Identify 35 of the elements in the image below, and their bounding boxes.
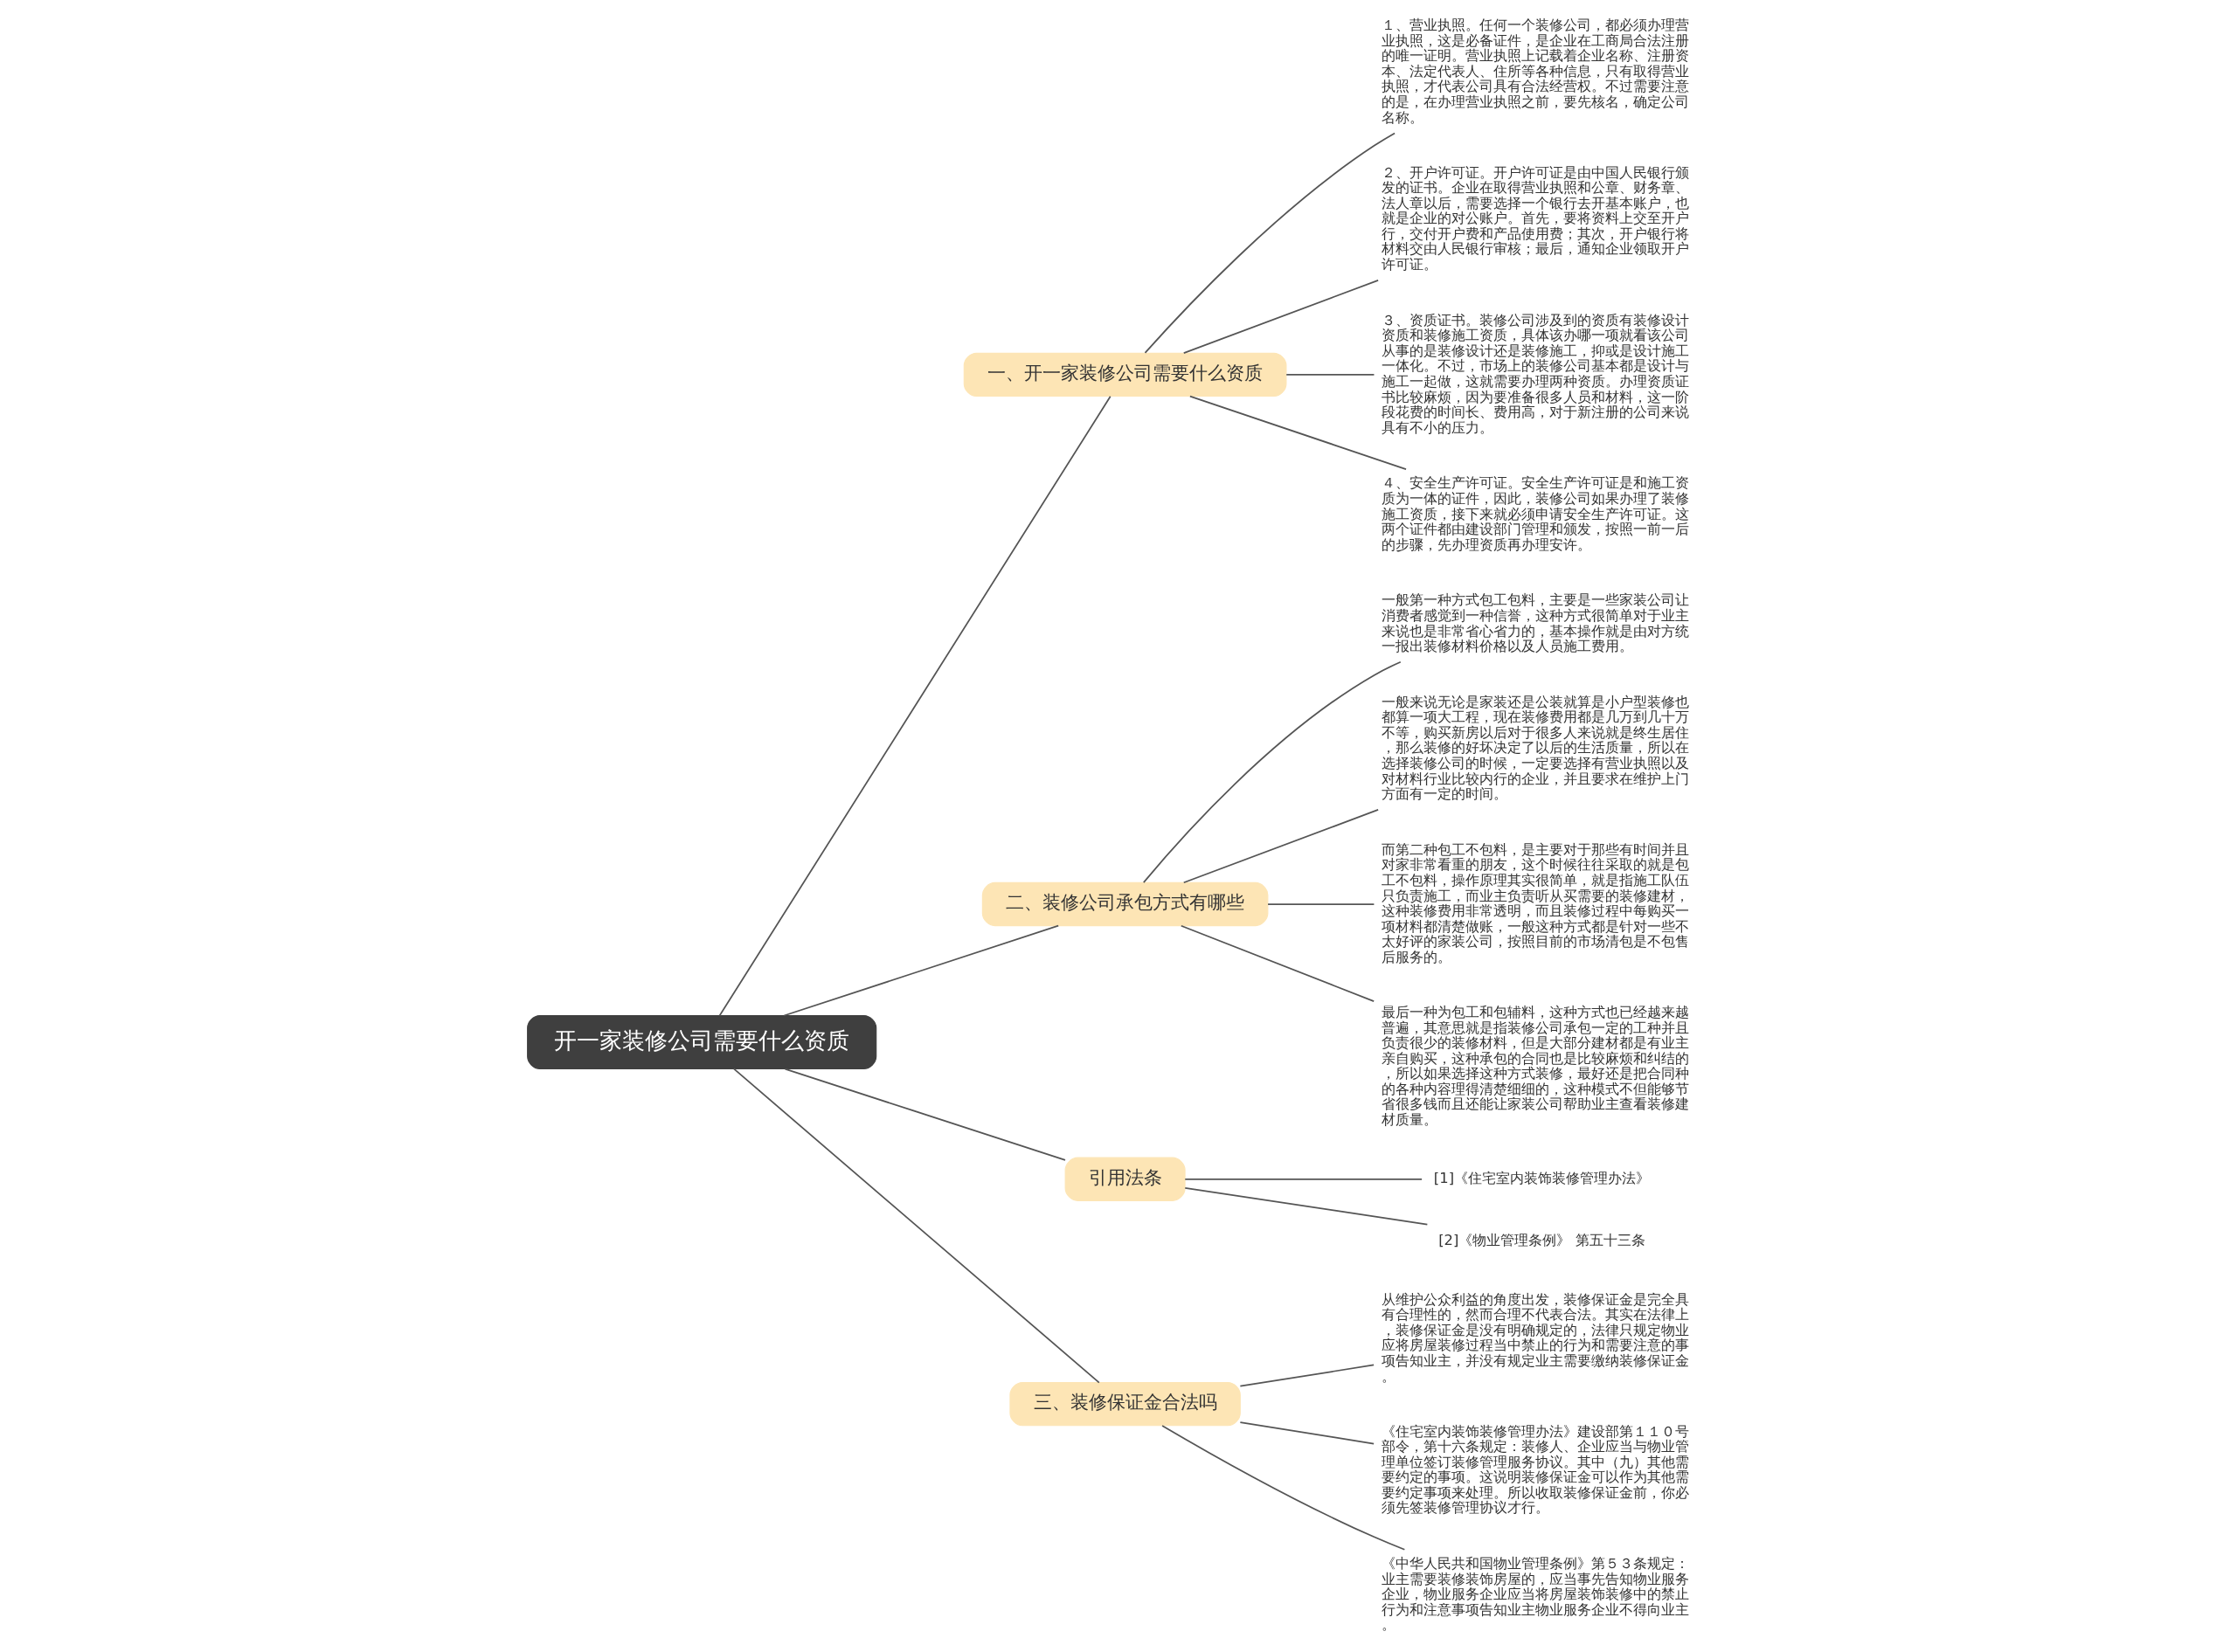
connector <box>1239 1364 1375 1387</box>
connector <box>1180 924 1375 1003</box>
node-box: 二、装修公司承包方式有哪些 <box>981 881 1269 927</box>
node-text: ２、开户许可证。开户许可证是由中国人民银行颁发的证书。企业在取得营业执照和公章、财务章、法人章以后，需要选择一个银行去开基本账户，也就是企业的对公账户。首先，要将资料上交至开户行，交付开户费和产品使用费；其次，开户银行将材料交由人民银行审核；最后，通知企业领取开户许可证。 <box>1381 163 1689 273</box>
node-text: 一般第一种方式包工包料，主要是一些家装公司让消费者感觉到一种信誉，这种方式很简单对于业主来说也是非常省心省力的，基本操作就是由对方统一报出装修材料价格以及人员施工费用。 <box>1381 591 1689 655</box>
connector <box>1142 660 1402 884</box>
connector <box>784 1068 1066 1161</box>
connector <box>1189 395 1407 470</box>
node-box: 引用法条 <box>1064 1157 1186 1201</box>
connector <box>1182 809 1380 884</box>
connector <box>1144 132 1396 354</box>
connector <box>718 395 1112 1017</box>
node-box: 一、开一家装修公司需要什么资质 <box>963 352 1287 397</box>
connector <box>1267 903 1375 905</box>
node-text: 《住宅室内装饰装修管理办法》建设部第１１０号部令，第十六条规定：装修人、企业应当与物业管理单位签订装修管理服务协议。其中（九）其他需要约定的事项。这说明装修保证金可以作为其他需要约定事项来处理。所以收取装修保证金前，你必须先签装修管理协议才行。 <box>1381 1422 1689 1517</box>
node-text: [1]《住宅室内装饰装修管理办法》 <box>1433 1170 1651 1187</box>
node-box: 三、装修保证金合法吗 <box>1009 1382 1241 1427</box>
connector <box>1184 1187 1429 1226</box>
node-text: ４、安全生产许可证。安全生产许可证是和施工资质为一体的证件，因此，装修公司如果办理了装修施工资质，接下来就必须申请安全生产许可证。这两个证件都由建设部门管理和颁发，按照一前一后的步骤，先办理资质再办理安许。 <box>1381 474 1689 553</box>
connector <box>732 1068 1100 1384</box>
node-text: 《中华人民共和国物业管理条例》第５３条规定：业主需要装修装饰房屋的，应当事先告知物业服务企业，物业服务企业应当将房屋装饰装修中的禁止行为和注意事项告知业主物业服务企业不得向业主。 <box>1381 1555 1689 1634</box>
node-text: 从维护公众利益的角度出发，装修保证金是完全具有合理性的，然而合理不代表合法。其实在法律上，装修保证金是没有明确规定的，法律只规定物业应将房屋装修过程当中禁止的行为和需要注意的事项告知业主，并没有规定业主需要缴纳装修保证金。 <box>1381 1290 1689 1385</box>
connector <box>783 924 1060 1017</box>
connector <box>1182 279 1380 355</box>
connector <box>1239 1421 1375 1445</box>
node-text: １、营业执照。任何一个装修公司，都必须办理营业执照，这是必备证件，是企业在工商局合法注册的唯一证明。营业执照上记载着企业名称、注册资本、法定代表人、住所等各种信息，只有取得营业执照，才代表公司具有合法经营权。不过需要注意的是，在办理营业执照之前，要先核名，确定公司名称。 <box>1381 17 1689 126</box>
node-text: ３、资质证书。装修公司涉及到的资质有装修设计资质和装修施工资质，具体该办哪一项就看该公司从事的是装修设计还是装修施工，抑或是设计施工一体化。不过，市场上的装修公司基本都是设计与施工一起做，这就需要办理两种资质。办理资质证书比较麻烦，因为要准备很多人员和材料，这一阶段花费的时间长、费用高，对于新注册的公司来说具有不小的压力。 <box>1381 311 1689 436</box>
node-text: 而第二种包工不包料，是主要对于那些有时间并且对家非常看重的朋友，这个时候往往采取的就是包工不包料，操作原理其实很简单，就是指施工队伍只负责施工，而业主负责听从买需要的装修建材，这种装修费用非常透明，而且装修过程中每购买一项材料都清楚做账，一般这种方式都是针对一些不太好评的家装公司，按照目前的市场清包是不包售后服务的。 <box>1381 840 1689 965</box>
node-text: 最后一种为包工和包辅料，这种方式也已经越来越普遍，其意思就是指装修公司承包一定的工种并且负责很少的装修材料，但是大部分建材都是有业主亲自购买，这种承包的合同也是比较麻烦和纠结的，所以如果选择这种方式装修，最好还是把合同种的各种内容理得清楚细细的，这种模式不但能够节省很多钱而且还能让家装公司帮助业主查看装修建材质量。 <box>1381 1003 1689 1128</box>
node-text: [2]《物业管理条例》 第五十三条 <box>1438 1232 1645 1249</box>
node-box: 开一家装修公司需要什么资质 <box>527 1014 877 1069</box>
connector <box>1161 1425 1406 1551</box>
connector <box>1184 1178 1423 1180</box>
node-text: 一般来说无论是家装还是公装就算是小户型装修也都算一项大工程，现在装修费用都是几万到几十万不等，购买新房以后对于很多人来说就是终生居住，那么装修的好坏决定了以后的生活质量，所以在选择装修公司的时候，一定要选择有营业执照以及对材料行业比较内行的企业，并且要求在维护上门方面有一定的时间。 <box>1381 693 1689 803</box>
connector <box>1285 374 1375 376</box>
